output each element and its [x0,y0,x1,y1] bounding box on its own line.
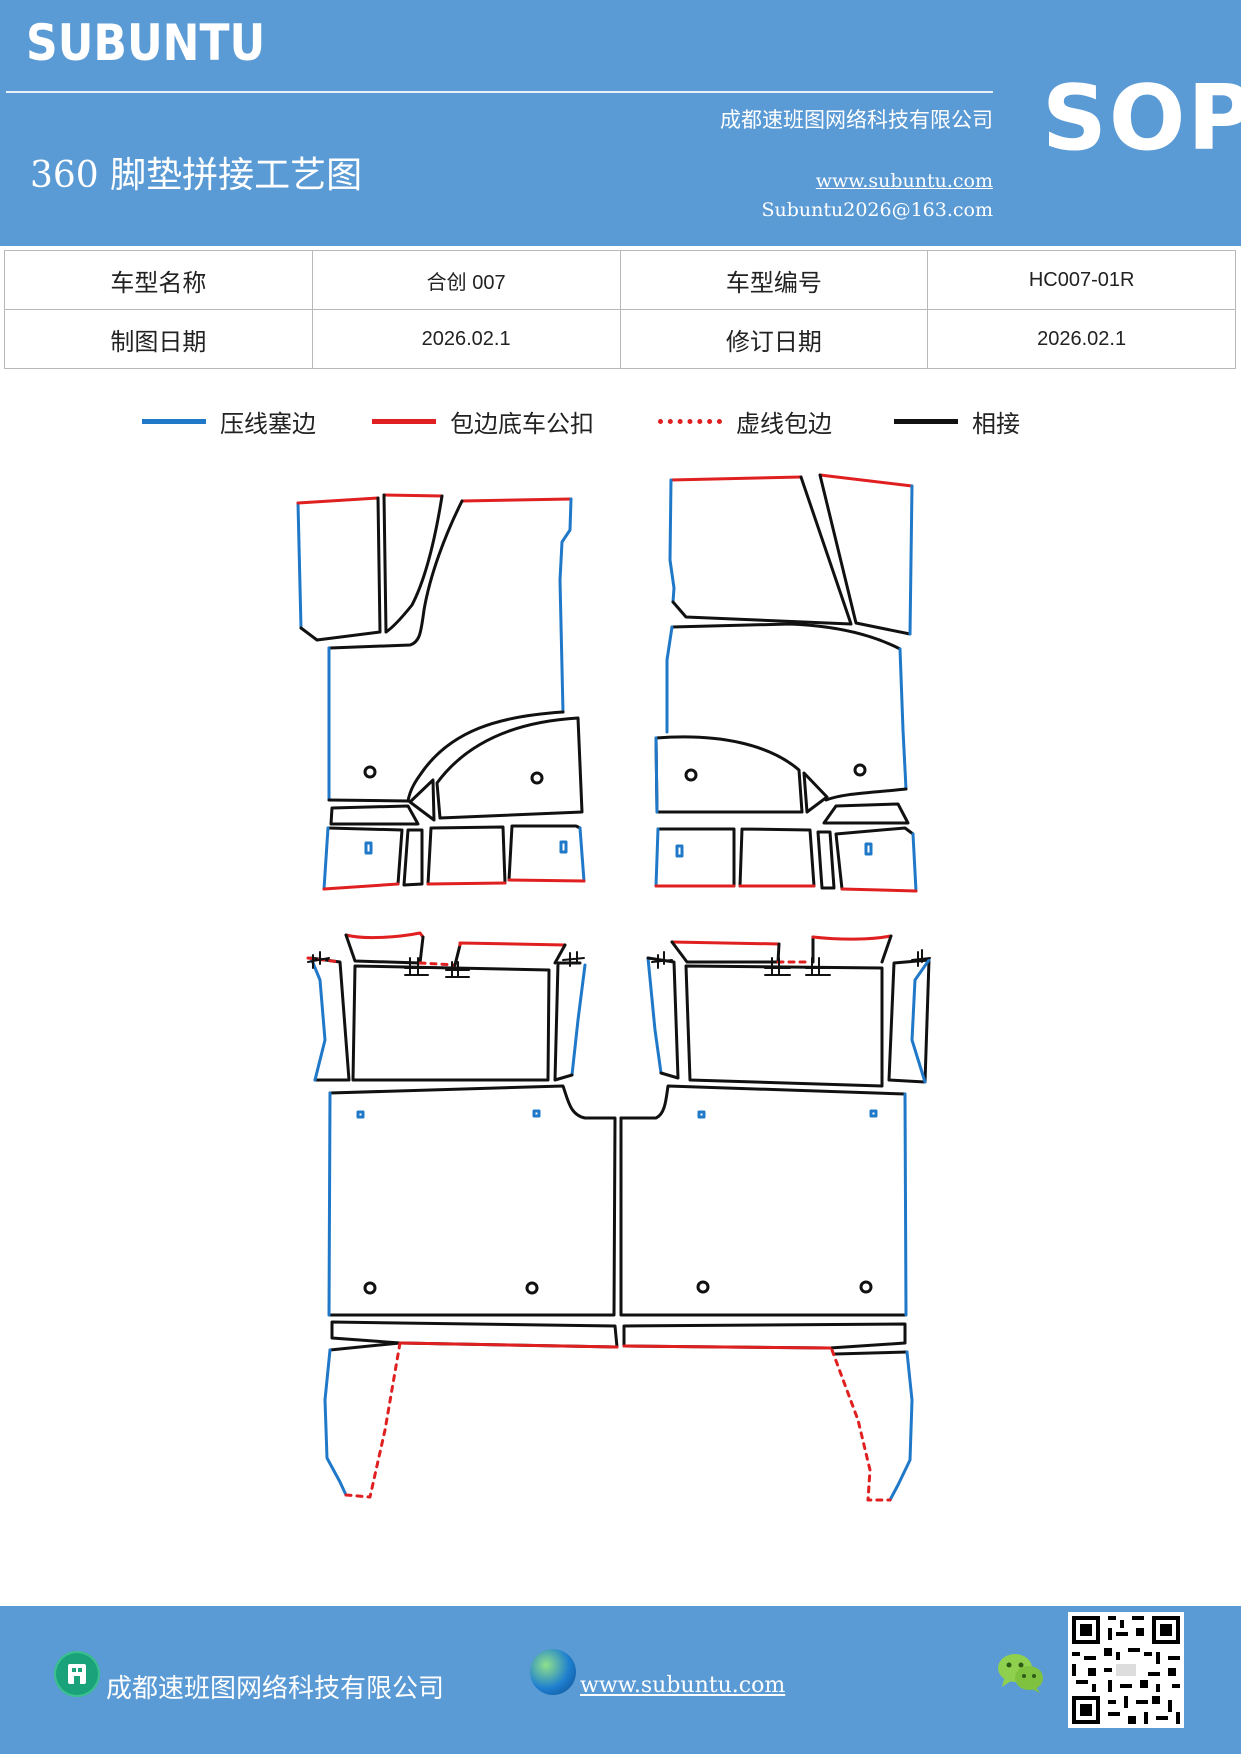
globe-icon [530,1649,576,1695]
building-icon [54,1651,100,1697]
header-band [0,0,1241,246]
info-table: 车型名称 合创 007 车型编号 HC007-01R 制图日期 2026.02.… [4,250,1236,369]
legend-swatch-black [894,418,958,424]
legend-item-pressed-edge: 压线塞边 [142,404,316,438]
model-name-label: 车型名称 [4,250,313,310]
email-address: Subuntu2026@163.com [761,199,993,221]
legend-item-dashed-binding: 虚线包边 [658,404,832,438]
rear-right-mat [619,934,931,1502]
website-link[interactable]: www.subuntu.com [815,170,993,192]
model-code-value: HC007-01R [927,250,1236,310]
rear-left-mat [306,931,619,1499]
sop-badge: SOP [1042,66,1241,171]
footer-website-link[interactable]: www.subuntu.com [580,1673,786,1698]
legend-item-joined: 相接 [894,404,1020,438]
legend-swatch-blue [142,418,206,424]
company-name: 成都速班图网络科技有限公司 [720,108,993,132]
legend-swatch-red [372,418,436,424]
model-code-label: 车型编号 [619,250,929,310]
qr-code [1068,1612,1184,1728]
draw-date-label: 制图日期 [4,309,313,369]
header-divider [6,91,993,93]
legend-item-edge-binding: 包边底车公扣 [372,404,594,438]
legend-label: 虚线包边 [736,409,832,438]
document-title: 360 脚垫拼接工艺图 [30,155,363,196]
model-name-value: 合创 007 [311,250,621,310]
draw-date-value: 2026.02.1 [311,309,621,369]
revise-date-label: 修订日期 [619,309,929,369]
front-left-mat [296,493,586,891]
legend-label: 包边底车公扣 [450,409,594,438]
legend-label: 压线塞边 [220,409,316,438]
legend-label: 相接 [972,409,1020,438]
wechat-icon [998,1654,1043,1693]
footer-company-name: 成都速班图网络科技有限公司 [106,1674,445,1704]
front-right-mat [654,473,918,893]
revise-date-value: 2026.02.1 [927,309,1236,369]
legend-swatch-red-dotted [658,418,722,424]
brand-logo: SUBUNTU [26,14,266,72]
